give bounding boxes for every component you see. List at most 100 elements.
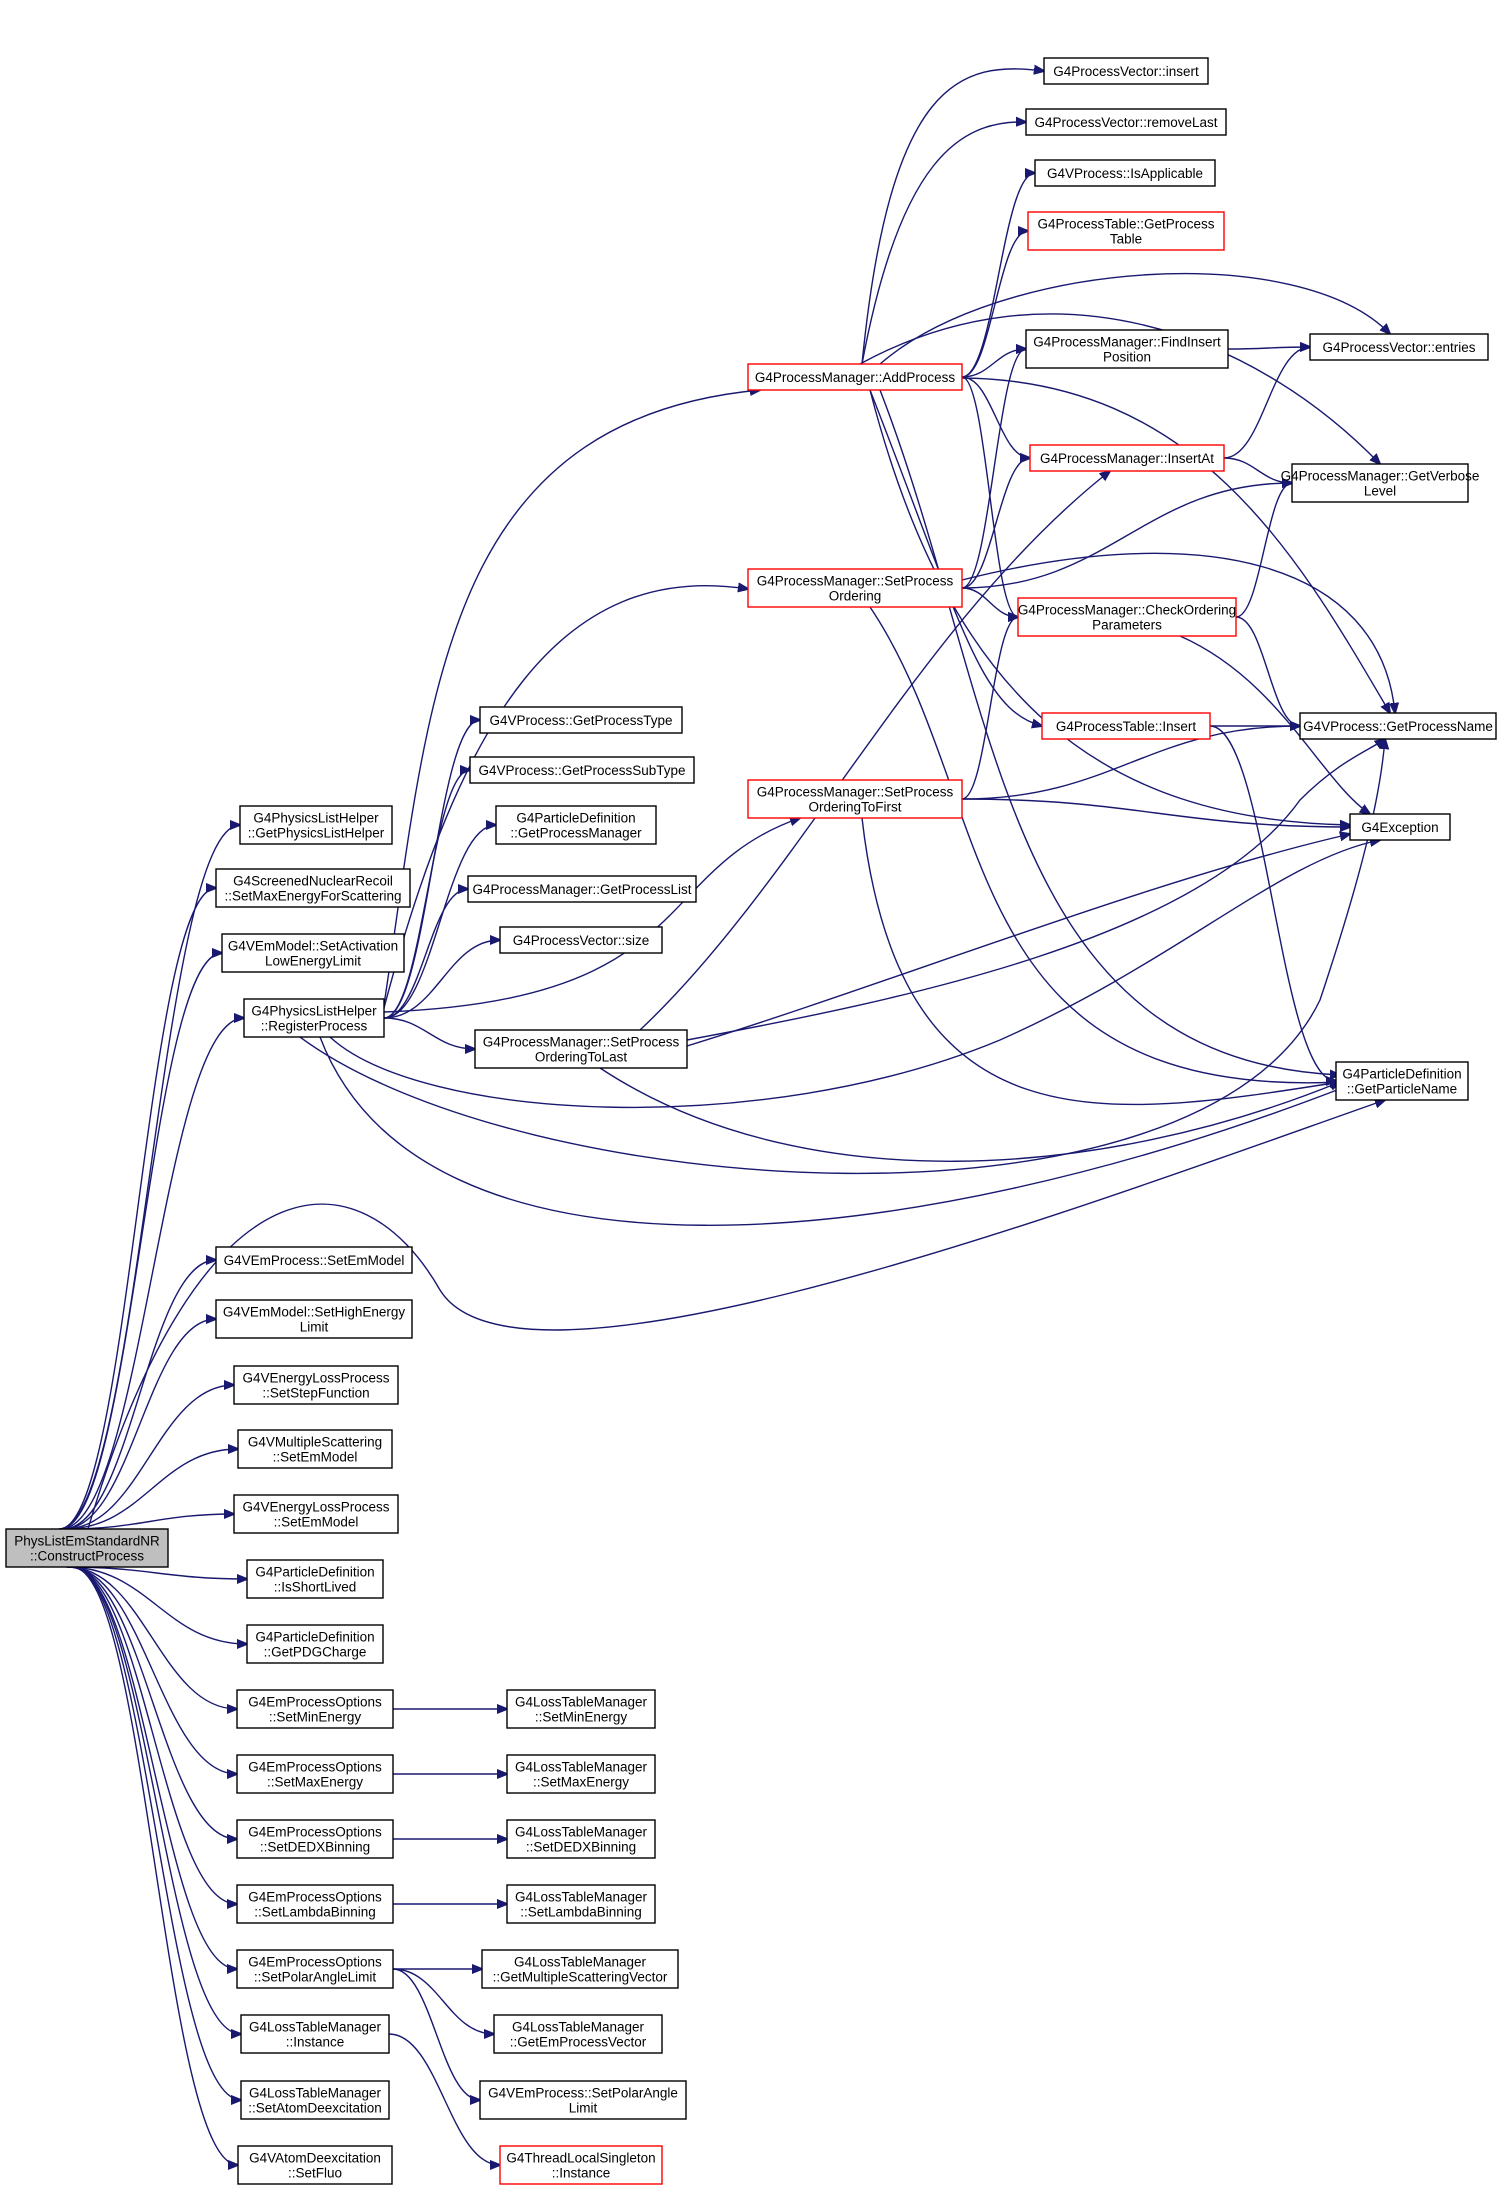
node-root[interactable]: PhysListEmStandardNR::ConstructProcess bbox=[5, 1528, 169, 1568]
node-label: ::SetMaxEnergy bbox=[267, 1775, 363, 1790]
node-epo_max[interactable]: G4EmProcessOptions::SetMaxEnergy bbox=[236, 1754, 394, 1794]
node-label: ::SetLambdaBinning bbox=[520, 1905, 642, 1920]
edge-root-to-vem_high bbox=[63, 1319, 216, 1530]
node-epo_dedx[interactable]: G4EmProcessOptions::SetDEDXBinning bbox=[236, 1819, 394, 1859]
edge-root-to-vms_set bbox=[65, 1449, 238, 1530]
node-vp_type[interactable]: G4VProcess::GetProcessType bbox=[479, 706, 683, 734]
node-label: G4ProcessVector::size bbox=[513, 933, 650, 948]
node-ltm_atom[interactable]: G4LossTableManager::SetAtomDeexcitation bbox=[240, 2080, 390, 2120]
node-epo_lam[interactable]: G4EmProcessOptions::SetLambdaBinning bbox=[236, 1884, 394, 1924]
edge-epo_pol-to-ltm_epv bbox=[392, 1968, 494, 2034]
node-box bbox=[237, 1429, 393, 1469]
node-box bbox=[240, 2014, 390, 2054]
node-box bbox=[479, 706, 683, 734]
edge-plh_reg-to-vp_name bbox=[299, 739, 1385, 1175]
edge-root-to-vemp_set bbox=[63, 1260, 216, 1530]
node-label: OrderingToLast bbox=[535, 1050, 628, 1065]
node-tls_inst[interactable]: G4ThreadLocalSingleton::Instance bbox=[499, 2145, 663, 2185]
edge-plh_reg-to-pm_first bbox=[383, 818, 800, 1013]
node-pm_list[interactable]: G4ProcessManager::GetProcessList bbox=[467, 875, 697, 903]
node-box bbox=[240, 2080, 390, 2120]
node-label: G4Exception bbox=[1361, 820, 1438, 835]
node-label: G4ProcessManager::AddProcess bbox=[755, 370, 956, 385]
edge-plh_reg-to-vp_sub bbox=[383, 770, 470, 1019]
node-epo_min[interactable]: G4EmProcessOptions::SetMinEnergy bbox=[236, 1689, 394, 1729]
node-box bbox=[747, 363, 963, 391]
node-label: G4ProcessManager::GetVerbose bbox=[1281, 469, 1480, 484]
node-pm_first[interactable]: G4ProcessManager::SetProcessOrderingToFi… bbox=[747, 779, 963, 819]
node-vms_set[interactable]: G4VMultipleScattering::SetEmModel bbox=[237, 1429, 393, 1469]
node-label: ::SetEmModel bbox=[273, 1450, 358, 1465]
node-pd_short[interactable]: G4ParticleDefinition::IsShortLived bbox=[246, 1559, 384, 1599]
node-pv_remove[interactable]: G4ProcessVector::removeLast bbox=[1025, 108, 1227, 136]
node-label: ::SetAtomDeexcitation bbox=[248, 2101, 382, 2116]
node-epo_pol[interactable]: G4EmProcessOptions::SetPolarAngleLimit bbox=[236, 1949, 394, 1989]
node-label: ::SetDEDXBinning bbox=[260, 1840, 370, 1855]
node-label: Parameters bbox=[1092, 618, 1162, 633]
node-ltm_max[interactable]: G4LossTableManager::SetMaxEnergy bbox=[506, 1754, 656, 1794]
node-pd_pm[interactable]: G4ParticleDefinition::GetProcessManager bbox=[495, 805, 657, 845]
edge-root-to-snr bbox=[59, 888, 216, 1530]
node-pv_entries[interactable]: G4ProcessVector::entries bbox=[1309, 333, 1489, 361]
node-ltm_inst[interactable]: G4LossTableManager::Instance bbox=[240, 2014, 390, 2054]
node-ltm_msv[interactable]: G4LossTableManager::GetMultipleScatterin… bbox=[481, 1949, 679, 1989]
edge-pm_check-to-pm_verbose bbox=[1235, 483, 1292, 618]
node-pm_last[interactable]: G4ProcessManager::SetProcessOrderingToLa… bbox=[474, 1029, 688, 1069]
node-pm_add[interactable]: G4ProcessManager::AddProcess bbox=[747, 363, 963, 391]
node-plh_get[interactable]: G4PhysicsListHelper::GetPhysicsListHelpe… bbox=[239, 805, 393, 845]
node-box bbox=[1299, 712, 1497, 740]
node-pm_check[interactable]: G4ProcessManager::CheckOrderingParameter… bbox=[1017, 597, 1237, 637]
node-ltm_epv[interactable]: G4LossTableManager::GetEmProcessVector bbox=[493, 2014, 663, 2054]
node-label: G4VProcess::GetProcessSubType bbox=[478, 763, 685, 778]
node-label: ::SetMaxEnergy bbox=[533, 1775, 629, 1790]
node-plh_reg[interactable]: G4PhysicsListHelper::RegisterProcess bbox=[243, 998, 385, 1038]
edge-root-to-vem_act bbox=[60, 953, 222, 1530]
node-label: ::ConstructProcess bbox=[30, 1549, 144, 1564]
node-vp_app[interactable]: G4VProcess::IsApplicable bbox=[1034, 159, 1216, 187]
node-label: G4VMultipleScattering bbox=[248, 1435, 382, 1450]
node-label: G4ProcessVector::entries bbox=[1322, 340, 1475, 355]
node-velp_step[interactable]: G4VEnergyLossProcess::SetStepFunction bbox=[233, 1365, 399, 1405]
node-box bbox=[481, 1949, 679, 1989]
node-velp_set[interactable]: G4VEnergyLossProcess::SetEmModel bbox=[233, 1494, 399, 1534]
node-pt_insert[interactable]: G4ProcessTable::Insert bbox=[1041, 712, 1211, 740]
node-pd_name[interactable]: G4ParticleDefinition::GetParticleName bbox=[1335, 1061, 1469, 1101]
node-vp_name[interactable]: G4VProcess::GetProcessName bbox=[1299, 712, 1497, 740]
edge-root-to-vad_fluo bbox=[72, 1566, 238, 2165]
edge-pm_add-to-vp_app bbox=[961, 173, 1035, 378]
node-vemp_pol[interactable]: G4VEmProcess::SetPolarAngleLimit bbox=[479, 2080, 687, 2120]
node-g4exc[interactable]: G4Exception bbox=[1349, 813, 1451, 841]
node-vemp_set[interactable]: G4VEmProcess::SetEmModel bbox=[215, 1246, 413, 1274]
node-snr[interactable]: G4ScreenedNuclearRecoil::SetMaxEnergyFor… bbox=[215, 868, 411, 908]
node-vad_fluo[interactable]: G4VAtomDeexcitation::SetFluo bbox=[237, 2145, 393, 2185]
node-pv_size[interactable]: G4ProcessVector::size bbox=[499, 926, 663, 954]
node-ltm_dedx[interactable]: G4LossTableManager::SetDEDXBinning bbox=[506, 1819, 656, 1859]
edge-pm_last-to-pd_name bbox=[599, 1067, 1340, 1162]
node-box bbox=[467, 875, 697, 903]
node-box bbox=[506, 1689, 656, 1729]
node-label: G4VEnergyLossProcess bbox=[242, 1500, 389, 1515]
node-label: G4ProcessManager::SetProcess bbox=[757, 574, 954, 589]
node-label: G4PhysicsListHelper bbox=[251, 1004, 377, 1019]
node-ltm_lam[interactable]: G4LossTableManager::SetLambdaBinning bbox=[506, 1884, 656, 1924]
node-ltm_min[interactable]: G4LossTableManager::SetMinEnergy bbox=[506, 1689, 656, 1729]
node-pd_pdg[interactable]: G4ParticleDefinition::GetPDGCharge bbox=[246, 1624, 384, 1664]
edge-root-to-epo_lam bbox=[69, 1566, 237, 1904]
node-pv_insert[interactable]: G4ProcessVector::insert bbox=[1043, 57, 1209, 85]
edge-pm_first-to-pm_check bbox=[961, 617, 1018, 800]
edge-root-to-ltm_inst bbox=[70, 1566, 241, 2034]
edge-plh_reg-to-pm_order bbox=[383, 586, 748, 1009]
node-label: ::SetMinEnergy bbox=[269, 1710, 362, 1725]
node-box bbox=[239, 805, 393, 845]
edge-plh_reg-to-pd_pm bbox=[383, 825, 496, 1019]
node-label: ::SetMinEnergy bbox=[535, 1710, 628, 1725]
node-label: Table bbox=[1110, 232, 1142, 247]
node-pm_insat[interactable]: G4ProcessManager::InsertAt bbox=[1029, 444, 1225, 472]
node-vp_sub[interactable]: G4VProcess::GetProcessSubType bbox=[469, 756, 695, 784]
